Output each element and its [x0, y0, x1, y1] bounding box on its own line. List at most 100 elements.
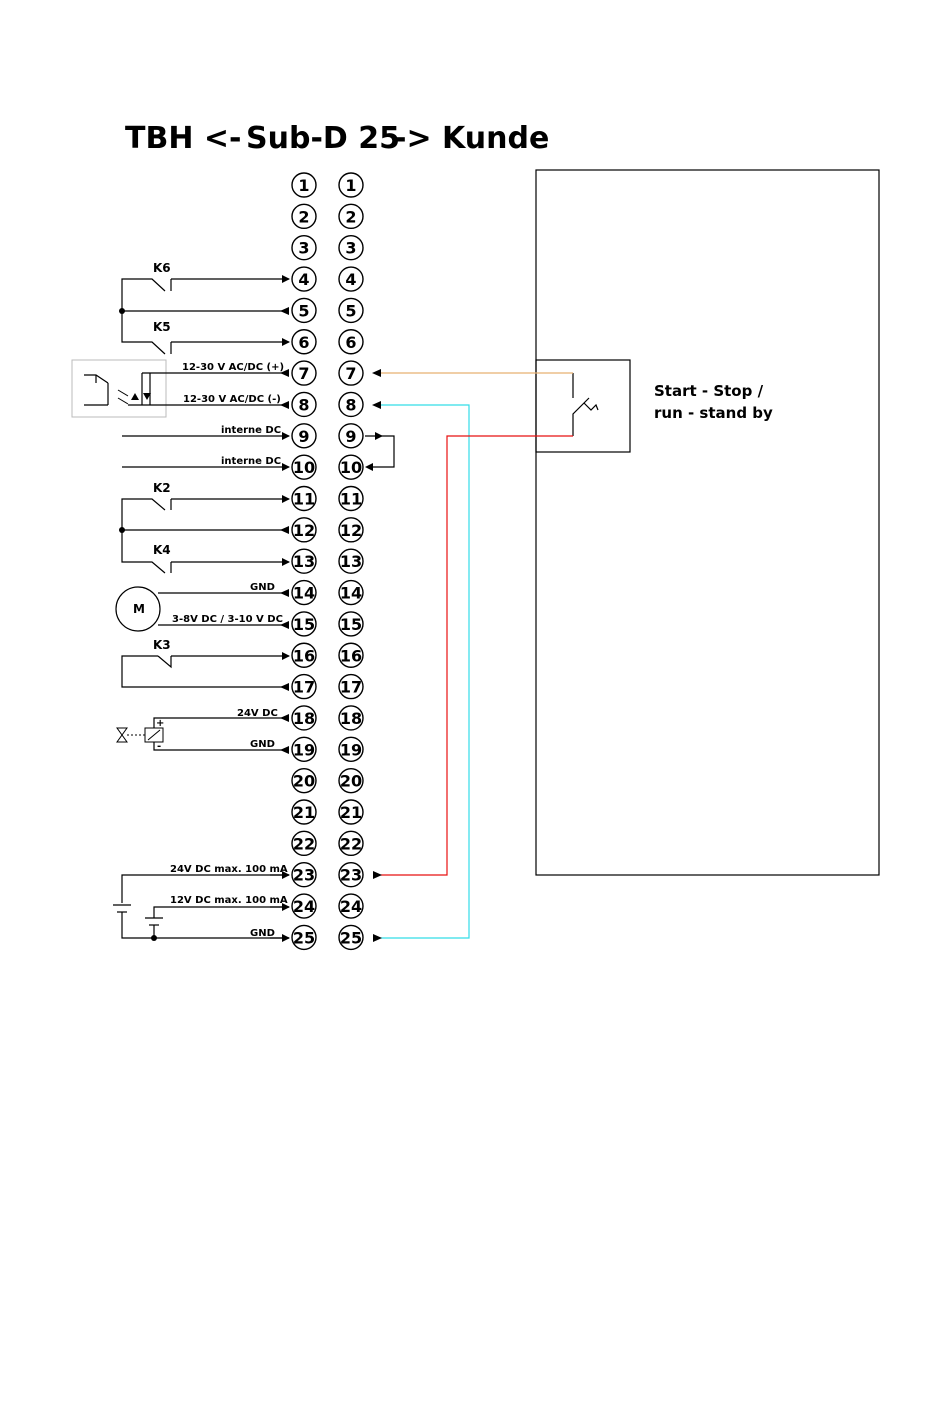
kunde-pin-17-label: 17 — [340, 678, 362, 697]
kunde-pin-13-label: 13 — [340, 552, 362, 571]
signal-pin15-label: 3-8V DC / 3-10 V DC — [172, 614, 283, 625]
kunde-pin-18-label: 18 — [340, 709, 362, 728]
tbh-pin-20-label: 20 — [293, 772, 315, 791]
relay-k3-label: K3 — [153, 638, 171, 652]
kunde-pin-22-circle — [338, 830, 364, 857]
kunde-pin-19-label: 19 — [340, 740, 362, 759]
kunde-pin-7-circle — [338, 360, 364, 386]
tbh-pin-14-label: 14 — [293, 584, 315, 603]
supply-group: 24V DC max. 100 mA 12V DC max. 100 mA GN… — [113, 864, 290, 942]
tbh-pin-23-label: 23 — [293, 866, 315, 885]
signal-pin19-label: GND — [250, 739, 275, 750]
customer-line2: run - stand by — [654, 404, 773, 422]
kunde-pin-6-label: 6 — [345, 333, 356, 352]
tbh-pin-8-label: 8 — [298, 395, 309, 414]
valve-group: + - 24V DC GND — [116, 708, 289, 754]
signal-pin18-label: 24V DC — [237, 708, 278, 719]
tbh-pin-19-label: 19 — [293, 740, 315, 759]
relay-k5-label: K5 — [153, 320, 171, 334]
tbh-pin-11-circle — [291, 485, 317, 512]
motor-symbol — [115, 586, 161, 632]
kunde-pin-1-circle — [338, 172, 364, 198]
title-center: Sub-D 25 — [246, 121, 400, 156]
tbh-pin-7-label: 7 — [298, 364, 309, 383]
tbh-pin-10-label: 10 — [293, 458, 315, 477]
motor-label: M — [133, 602, 145, 616]
tbh-pin-16-label: 16 — [293, 646, 315, 665]
kunde-pin-24-label: 24 — [340, 897, 362, 916]
signal-pin9-label: interne DC — [221, 425, 281, 436]
tbh-pin-4-label: 4 — [298, 270, 309, 289]
tbh-pin-22-label: 22 — [293, 834, 315, 853]
kunde-pin-11-circle — [338, 485, 364, 512]
tbh-pin-20-circle — [291, 767, 317, 794]
relay-k6-k5-group: K6 K5 — [119, 261, 290, 355]
tbh-pin-5-label: 5 — [298, 301, 309, 320]
kunde-pin-9-label: 9 — [345, 427, 356, 446]
tbh-pin-9-circle — [291, 423, 317, 449]
tbh-pin-2-circle — [291, 203, 317, 230]
start-stop-switch-box — [535, 359, 631, 453]
relay-k2-label: K2 — [153, 481, 171, 495]
kunde-pin-7-label: 7 — [345, 364, 356, 383]
kunde-pin-9-circle — [338, 423, 364, 449]
signal-pin7-label: 12-30 V AC/DC (+) — [182, 362, 284, 373]
signal-pin8-label: 12-30 V AC/DC (-) — [183, 394, 281, 405]
tbh-pin-11-label: 11 — [293, 490, 315, 509]
optocoupler-input: 12-30 V AC/DC (+) 12-30 V AC/DC (-) — [71, 359, 289, 418]
kunde-pin-10-label: 10 — [340, 458, 362, 477]
tbh-pin-6-label: 6 — [298, 333, 309, 352]
customer-line1: Start - Stop / — [654, 382, 764, 400]
tbh-pin-17-label: 17 — [293, 678, 315, 697]
tbh-pin-4-circle — [291, 266, 317, 292]
tbh-pin-9-label: 9 — [298, 427, 309, 446]
interne-dc-group: interne DC interne DC — [122, 425, 395, 471]
kunde-pin-25-circle — [338, 924, 364, 951]
tbh-pin-24-circle — [291, 893, 317, 919]
tbh-pin-21-label: 21 — [293, 803, 315, 822]
tbh-pin-1-label: 1 — [298, 176, 309, 195]
signal-pin25-label: GND — [250, 928, 275, 939]
kunde-pin-19-circle — [338, 736, 364, 762]
signal-pin14-label: GND — [250, 582, 275, 593]
signal-pin23-label: 24V DC max. 100 mA — [170, 864, 288, 875]
kunde-pin-18-circle — [338, 705, 364, 731]
kunde-pin-3-circle — [338, 234, 364, 261]
kunde-pin-20-circle — [338, 767, 364, 794]
signal-pin10-label: interne DC — [221, 456, 281, 467]
customer-device: Start - Stop / run - stand by — [535, 169, 880, 876]
tbh-pin-25-circle — [291, 924, 317, 951]
tbh-pin-18-circle — [291, 705, 317, 731]
kunde-pin-17-circle — [338, 673, 364, 700]
tbh-pin-15-circle — [291, 611, 317, 637]
customer-device-box — [535, 169, 880, 876]
kunde-pin-3-label: 3 — [345, 239, 356, 258]
tbh-pin-12-label: 12 — [293, 521, 315, 540]
tbh-pin-16-circle — [291, 642, 317, 668]
tbh-pin-5-circle — [291, 297, 317, 324]
kunde-pin-8-circle — [338, 391, 364, 418]
kunde-pin-16-label: 16 — [340, 646, 362, 665]
connector-pins-kunde: 1234567891011121314151617181920212223242… — [338, 172, 364, 951]
kunde-pin-11-label: 11 — [340, 490, 362, 509]
kunde-pin-2-circle — [338, 203, 364, 230]
title-right: -> Kunde — [394, 121, 549, 156]
tbh-pin-6-circle — [291, 329, 317, 355]
kunde-pin-4-label: 4 — [345, 270, 356, 289]
kunde-pin-20-label: 20 — [340, 772, 362, 791]
tbh-pin-15-label: 15 — [293, 615, 315, 634]
kunde-pin-5-label: 5 — [345, 301, 356, 320]
tbh-pin-21-circle — [291, 799, 317, 825]
relay-k3-group: K3 — [121, 638, 290, 691]
kunde-pin-21-circle — [338, 799, 364, 825]
wire-pin23 — [380, 435, 573, 876]
kunde-pin-21-label: 21 — [340, 803, 362, 822]
signal-pin24-label: 12V DC max. 100 mA — [170, 895, 288, 906]
kunde-pin-15-label: 15 — [340, 615, 362, 634]
tbh-pin-24-label: 24 — [293, 897, 315, 916]
kunde-pin-22-label: 22 — [340, 834, 362, 853]
motor-group: M GND 3-8V DC / 3-10 V DC — [115, 582, 289, 632]
kunde-pin-23-circle — [338, 862, 364, 888]
kunde-pin-4-circle — [338, 266, 364, 292]
